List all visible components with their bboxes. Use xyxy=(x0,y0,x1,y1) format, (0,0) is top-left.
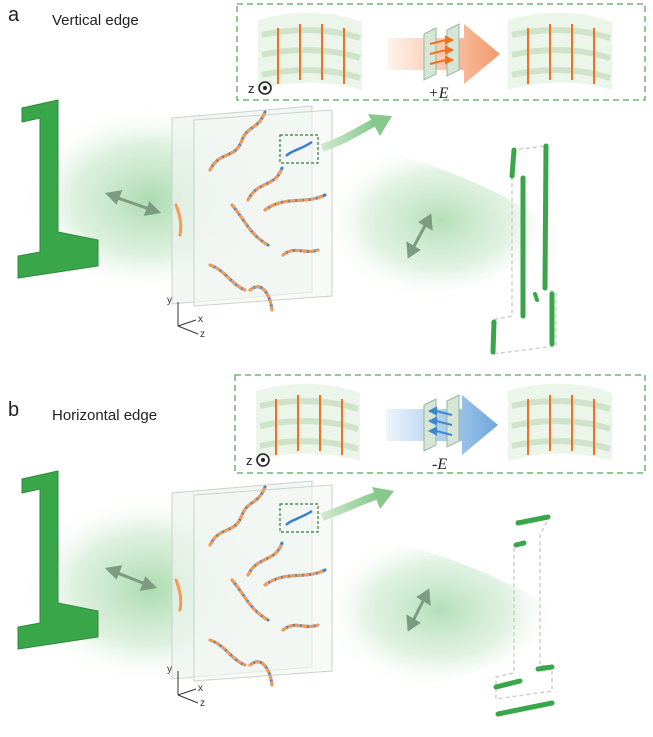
zoom-box xyxy=(279,503,319,533)
field-ticks xyxy=(429,35,455,65)
axis-label-z: z xyxy=(200,698,205,709)
panel-title: Horizontal edge xyxy=(52,407,158,424)
edge-image xyxy=(493,514,555,717)
axis-label-y: y xyxy=(167,295,172,306)
field-label: -E xyxy=(432,456,447,473)
curve-arrow xyxy=(320,118,377,152)
field-arrow xyxy=(388,24,500,84)
diagram-b: y x z -E xyxy=(17,374,646,717)
panel-letter: a xyxy=(8,4,20,26)
panel-a: a Vertical edge xyxy=(0,0,653,368)
panel-b: b Horizontal edge xyxy=(0,369,653,737)
panel-title: Vertical edge xyxy=(52,12,139,29)
metasurface xyxy=(171,480,333,682)
z-label: z xyxy=(246,453,253,468)
helix-bundle-before xyxy=(258,12,362,90)
helix-array xyxy=(174,110,327,312)
object-shape xyxy=(17,99,99,279)
electrode-plate-right xyxy=(446,394,460,448)
out-of-plane-icon xyxy=(258,81,272,95)
helix-bundle-before xyxy=(256,383,360,461)
coordinate-axes xyxy=(177,671,199,704)
field-ticks xyxy=(427,406,453,436)
axis-label-x: x xyxy=(198,314,203,325)
object-shape xyxy=(17,470,99,650)
field-arrow xyxy=(386,395,498,455)
output-beam xyxy=(320,529,560,691)
helix-array xyxy=(174,485,327,687)
helix-bundle-after xyxy=(508,383,612,461)
edge-image xyxy=(490,143,557,355)
output-polarization-arrow xyxy=(406,213,433,259)
z-label: z xyxy=(248,81,255,96)
field-label: +E xyxy=(428,85,449,102)
output-polarization-arrow xyxy=(406,588,431,632)
axis-label-z: z xyxy=(200,329,205,340)
axis-label-y: y xyxy=(167,664,172,675)
polarization-arrow xyxy=(104,190,162,216)
curve-arrow xyxy=(320,491,380,521)
helix-bundle-after xyxy=(508,12,612,90)
electrode-plate-left xyxy=(423,398,437,452)
zoom-box xyxy=(279,134,319,164)
panel-letter: b xyxy=(8,399,20,421)
output-beam xyxy=(320,140,560,302)
coordinate-axes xyxy=(177,302,199,335)
out-of-plane-icon xyxy=(256,453,270,467)
diagram-a: y x z +E xyxy=(17,3,646,355)
metasurface xyxy=(171,105,333,307)
polarization-arrow xyxy=(104,565,158,591)
axis-label-x: x xyxy=(198,683,203,694)
